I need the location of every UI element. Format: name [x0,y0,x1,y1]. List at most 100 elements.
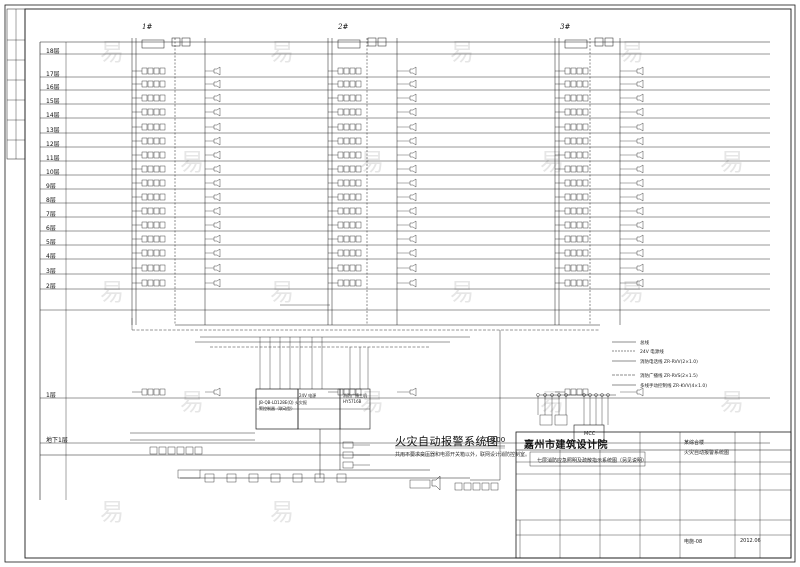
speaker-icon [409,150,417,160]
detector-module [582,108,589,116]
detector-module [355,108,362,116]
detector-module [576,179,583,187]
speaker-icon [213,150,221,160]
detector-module [147,279,154,287]
speaker-icon [409,234,417,244]
speaker-icon [409,164,417,174]
speaker-icon [213,79,221,89]
detector-module [153,388,160,396]
column-tag-1: 1# [142,23,153,31]
speaker-icon [409,122,417,132]
detector-module [355,94,362,102]
speaker-icon [636,122,644,132]
detector-module [570,264,577,272]
detector-module [349,94,356,102]
detector-module [582,165,589,173]
speaker-icon [213,234,221,244]
mcc-device [490,482,499,491]
detector-module [343,80,350,88]
detector-module [147,207,154,215]
tb-drawing-no: 电施-08 [684,539,703,545]
detector-module [141,67,148,75]
first-floor-device [194,446,203,455]
detector-module [337,165,344,173]
detector-module [141,94,148,102]
detector-module [159,165,166,173]
detector-module [153,165,160,173]
detector-module [153,151,160,159]
first-floor-device [185,446,194,455]
detector-module [337,94,344,102]
detector-module [343,151,350,159]
speaker-icon [409,79,417,89]
detector-module [147,67,154,75]
title-block [515,431,792,559]
watermark-glyph: 易 [100,278,124,306]
detector-module [349,193,356,201]
detector-module [337,80,344,88]
detector-module [582,264,589,272]
detector-module [343,193,350,201]
detector-module [564,108,571,116]
detector-module [159,193,166,201]
detector-module [570,235,577,243]
detector-module [570,80,577,88]
detector-module [337,123,344,131]
detector-module [576,193,583,201]
speaker-icon [409,178,417,188]
floor-label: 3层 [46,268,56,275]
basement-device [270,473,281,483]
detector-module [337,249,344,257]
detector-module [564,264,571,272]
detector-module [343,108,350,116]
detector-module [576,221,583,229]
detector-module [337,279,344,287]
basement-device [248,473,259,483]
detector-module [159,264,166,272]
speaker-icon [636,278,644,288]
detector-module [564,388,571,396]
detector-module [349,279,356,287]
watermark-glyph: 易 [450,278,474,306]
detector-module [564,235,571,243]
detector-module [141,80,148,88]
detector-module [337,207,344,215]
detector-module [570,388,577,396]
detector-module [355,179,362,187]
speaker-icon [409,206,417,216]
first-floor-device [167,446,176,455]
detector-module [570,249,577,257]
detector-module [343,137,350,145]
detector-module [159,137,166,145]
detector-module [570,67,577,75]
mcc-device [472,482,481,491]
speaker-icon [636,206,644,216]
detector-module [337,108,344,116]
speaker-icon [409,220,417,230]
detector-module [343,249,350,257]
detector-module [147,151,154,159]
detector-module [570,179,577,187]
detector-module [343,221,350,229]
detector-module [141,151,148,159]
header-module [367,37,377,47]
detector-module [564,151,571,159]
detector-module [159,179,166,187]
speaker-icon [213,122,221,132]
speaker-icon [409,248,417,258]
detector-module [343,67,350,75]
column-tag-3: 3# [560,23,571,31]
detector-module [582,94,589,102]
detector-module [147,235,154,243]
detector-module [564,207,571,215]
detector-module [576,165,583,173]
detector-module [141,249,148,257]
detector-module [147,264,154,272]
speaker-icon [213,136,221,146]
detector-module [343,264,350,272]
detector-module [564,193,571,201]
inner-border [24,8,792,559]
legend-item: 消防广播线 ZR-RVS(2×1.5) [640,374,698,379]
speaker-icon [213,220,221,230]
